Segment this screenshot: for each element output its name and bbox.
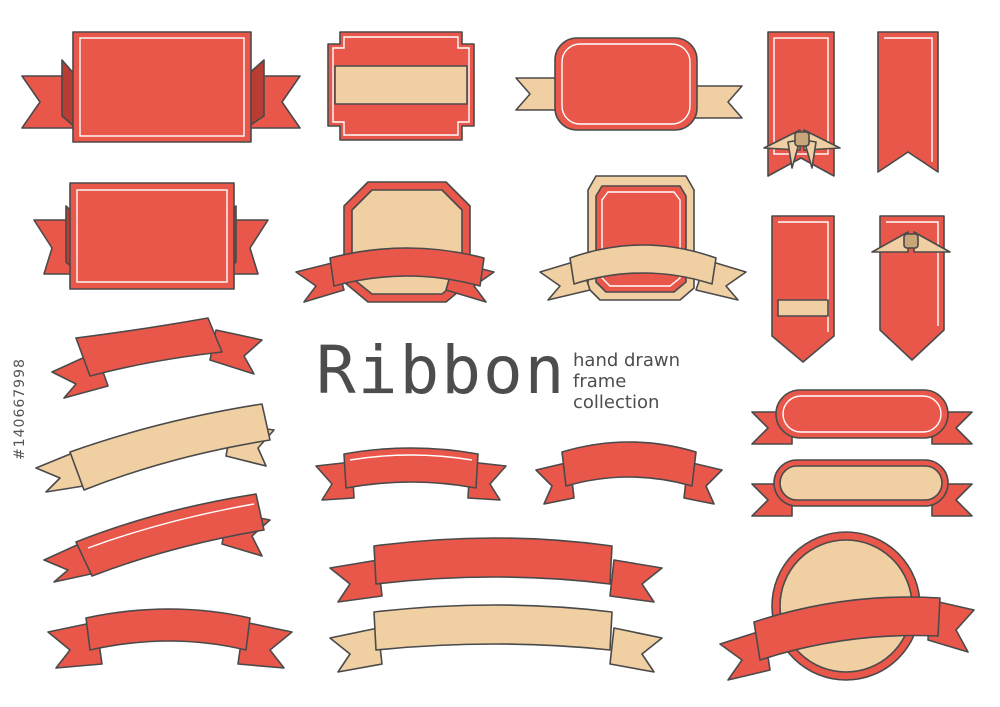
- stock-id: #140667998: [12, 358, 28, 460]
- bookmark-bow: [763, 31, 841, 177]
- arched-ribbon-red-2: [535, 441, 723, 505]
- wavy-ribbon-beige: [35, 403, 275, 493]
- subtitle-line-3: collection: [573, 392, 660, 413]
- pill-banner-beige: [751, 459, 973, 517]
- wavy-ribbon-red-2: [43, 493, 271, 583]
- pointed-tag-1: [771, 215, 835, 363]
- rect-banner-1: [21, 31, 301, 143]
- pointed-tag-bow: [871, 215, 951, 361]
- arched-ribbon-red-1: [315, 447, 507, 501]
- bookmark-tall: [877, 31, 939, 173]
- subtitle-line-1: hand drawn: [573, 350, 680, 371]
- circle-badge-ribbon: [719, 531, 975, 681]
- subtitle: hand drawn frame collection: [573, 350, 680, 413]
- shield-frame-ribbon: [539, 175, 747, 301]
- subtitle-line-2: frame: [573, 371, 627, 392]
- curved-ribbon-red-1: [47, 608, 293, 669]
- octagon-ribbon: [295, 181, 495, 303]
- rounded-frame-ribbon: [515, 37, 743, 131]
- long-ribbon-beige: [329, 604, 663, 673]
- notched-label-1: [327, 31, 475, 141]
- wavy-ribbon-red-1: [51, 317, 263, 399]
- pill-banner-red: [751, 389, 973, 445]
- page-title: Ribbon: [316, 332, 567, 409]
- long-ribbon-red: [329, 537, 663, 603]
- rect-banner-2: [33, 182, 269, 290]
